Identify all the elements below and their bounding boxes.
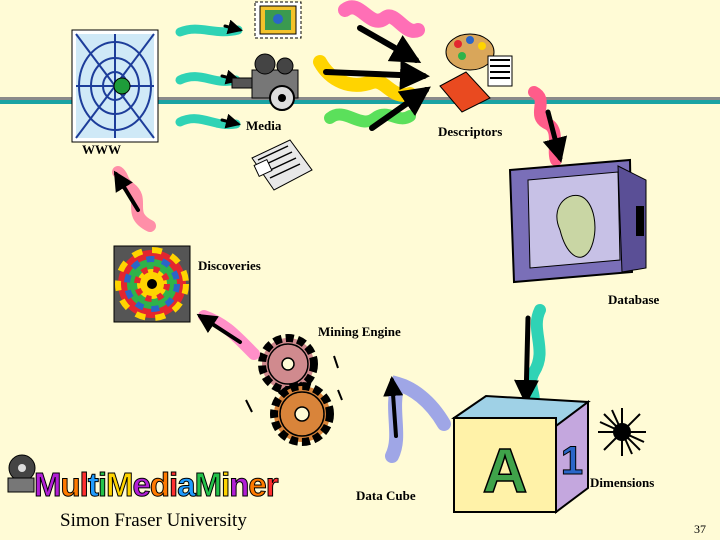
starburst-icon <box>598 408 646 456</box>
logo-letter: n <box>229 466 250 504</box>
logo-letter: t <box>87 466 99 504</box>
logo-letter: i <box>97 466 107 504</box>
label-dimensions: Dimensions <box>590 475 655 490</box>
vault-safe-icon <box>508 158 647 284</box>
logo-letter: r <box>265 466 279 504</box>
title-rule <box>0 97 720 104</box>
film-reel-icon <box>7 454 36 493</box>
logo-letter: d <box>149 466 170 504</box>
footer-institution: Simon Fraser University <box>60 510 247 531</box>
label-discoveries: Discoveries <box>198 258 261 273</box>
www-to-media-arrows <box>175 19 243 130</box>
database-to-datacube-arrow <box>513 304 546 410</box>
engine-to-discoveries-arrow <box>196 310 260 360</box>
gears-icon <box>245 334 343 446</box>
descriptors-to-database-arrow <box>528 86 568 166</box>
label-www: WWW <box>82 142 121 157</box>
logo-letter: i <box>169 466 179 504</box>
label-descriptors: Descriptors <box>438 124 503 139</box>
newspaper-icon <box>251 139 313 191</box>
svg-text:A: A <box>483 437 528 506</box>
media-to-descriptors-arrows <box>313 0 431 131</box>
discoveries-to-www-arrow <box>112 166 156 232</box>
logo-letter: M <box>194 466 222 504</box>
label-media: Media <box>246 118 282 133</box>
datacube-to-engine-arrow <box>383 375 451 463</box>
logo-letter: M <box>106 466 134 504</box>
artist-palette-icon <box>439 33 513 113</box>
label-data-cube: Data Cube <box>356 488 416 503</box>
logo-letter: M <box>34 466 62 504</box>
logo-letter: i <box>221 466 231 504</box>
multimediaminer-logo: MultiMediaMiner <box>34 466 280 504</box>
slide-number: 37 <box>694 522 706 536</box>
logo-letter: e <box>132 466 151 504</box>
logo-letter: u <box>60 466 81 504</box>
alphabet-block-icon: A 1 <box>451 394 591 514</box>
svg-text:1: 1 <box>561 439 583 483</box>
label-mining-engine: Mining Engine <box>318 324 401 339</box>
logo-letter: a <box>177 466 196 504</box>
label-database: Database <box>608 292 660 307</box>
postage-stamp-icon <box>254 1 302 39</box>
logo-letter: e <box>248 466 267 504</box>
film-projector-icon <box>231 53 299 111</box>
color-wheel-icon <box>113 245 191 323</box>
spider-web-icon <box>71 29 159 143</box>
logo-letter: l <box>79 466 89 504</box>
